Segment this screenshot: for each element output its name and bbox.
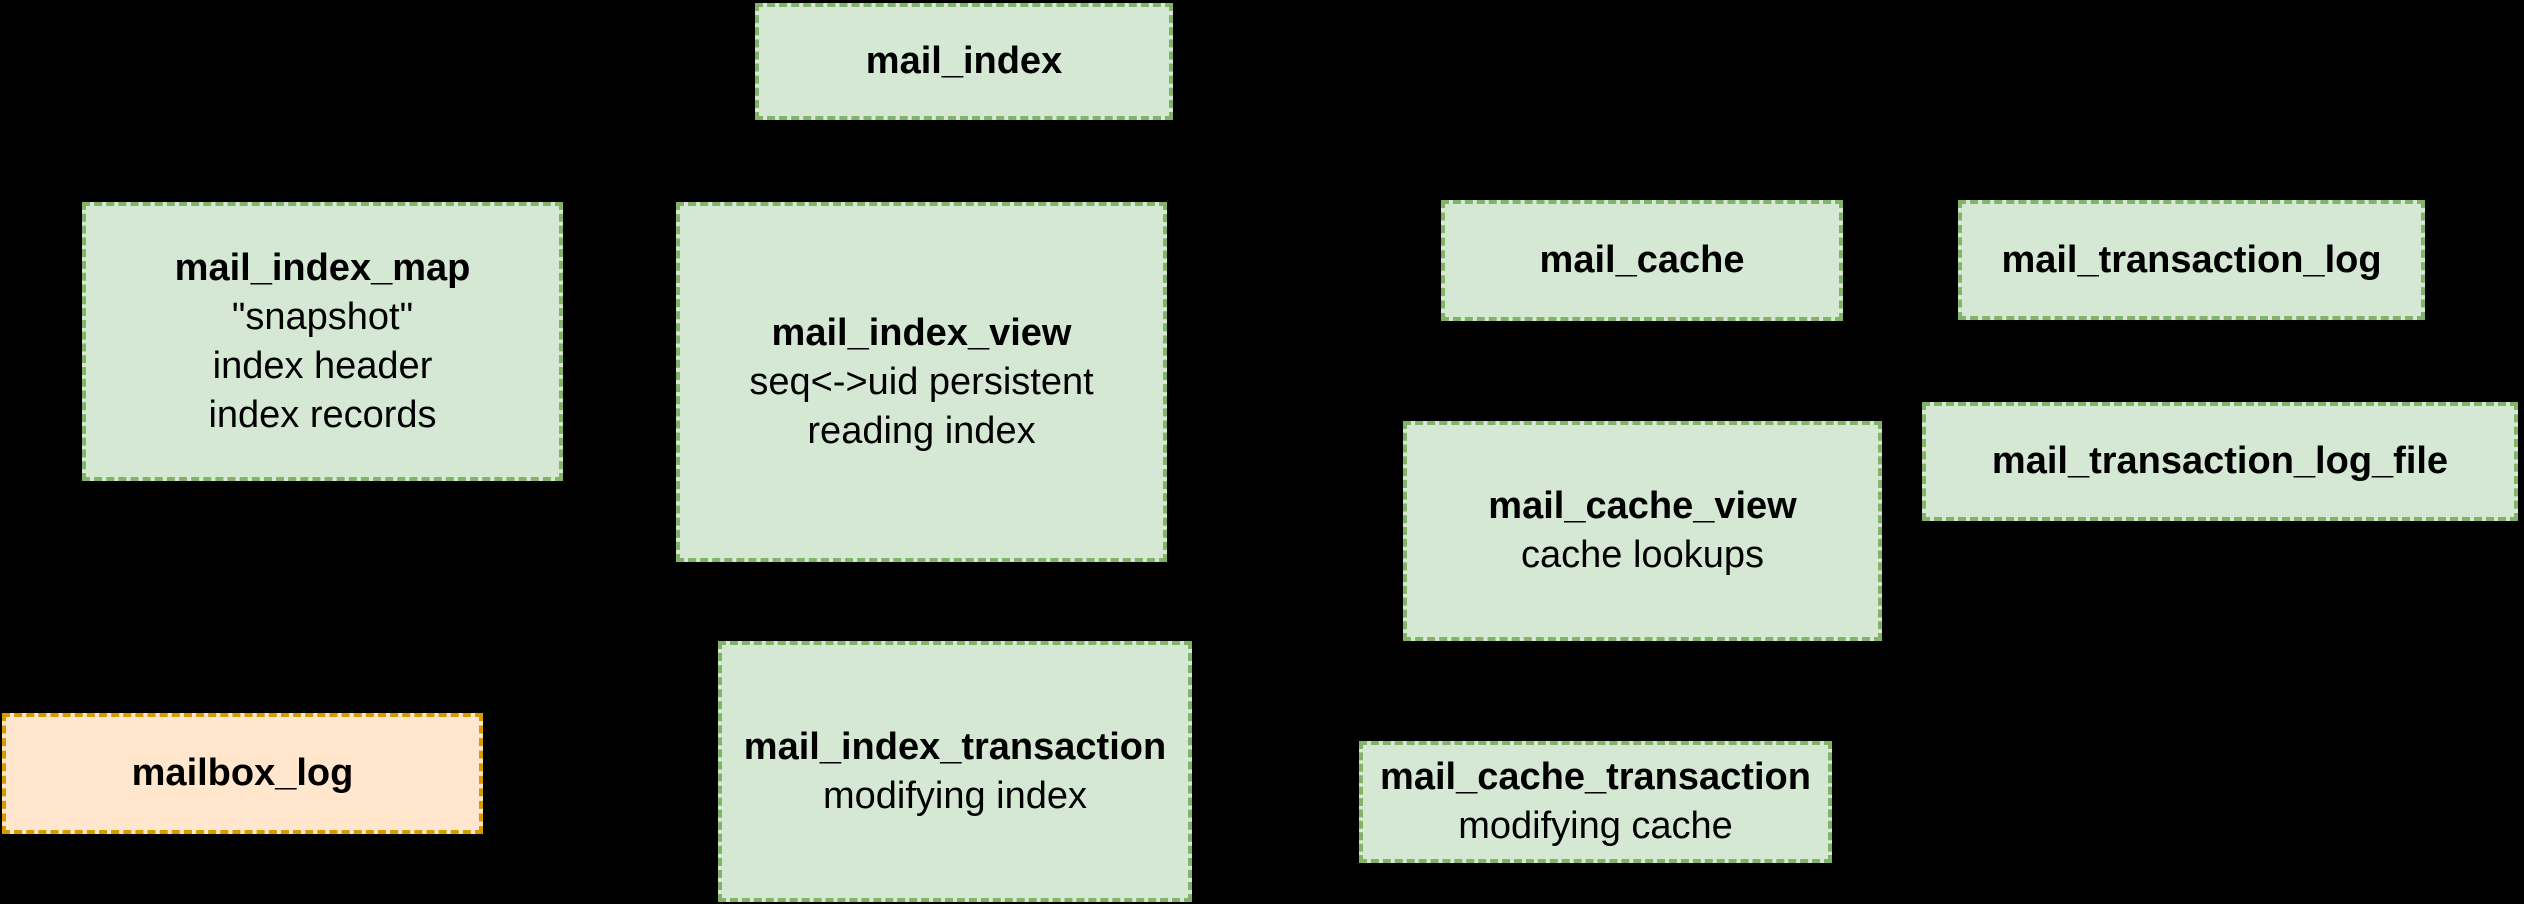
node-title: mail_cache_view [1488,485,1797,527]
diagram-node-mail_cache_view: mail_cache_view cache lookups [1403,421,1882,641]
node-subtitle-line: seq<->uid persistent [749,360,1094,403]
node-title: mailbox_log [131,752,354,794]
diagram-node-mailbox_log: mailbox_log [2,713,483,834]
diagram-node-mail_index_view: mail_index_view seq<->uid persistent read… [676,202,1167,562]
node-title: mail_transaction_log_file [1991,440,2449,482]
node-subtitle-line: index header [212,344,433,387]
node-lines: modifying cache [1458,802,1733,851]
diagram-node-mail_index_transaction: mail_index_transaction modifying index [718,641,1192,902]
diagram-node-mail_index_map: mail_index_map "snapshot" index header ind… [82,202,563,481]
node-lines: modifying index [823,772,1087,821]
node-title: mail_index_map [174,246,471,289]
node-subtitle-line: index records [208,393,437,436]
node-title: mail_index_view [771,311,1072,354]
node-title: mail_index [865,40,1063,82]
diagram-node-mail_cache: mail_cache [1441,200,1843,321]
node-title: mail_cache_transaction [1380,756,1811,798]
node-title: mail_cache [1539,239,1745,281]
node-subtitle-line: cache lookups [1521,534,1764,576]
diagram-node-mail_cache_transaction: mail_cache_transaction modifying cache [1359,741,1832,863]
node-lines: cache lookups [1521,531,1764,580]
node-subtitle-line: reading index [807,409,1036,452]
node-subtitle-line: modifying cache [1458,805,1733,847]
node-lines: seq<->uid persistent reading index [749,358,1093,456]
node-subtitle-line: modifying index [822,774,1088,817]
node-subtitle-line: "snapshot" [231,295,414,338]
node-title: mail_index_transaction [743,725,1167,768]
diagram-node-mail_transaction_log_file: mail_transaction_log_file [1922,402,2518,521]
node-title: mail_transaction_log [2001,238,2382,281]
diagram-node-mail_index: mail_index [755,3,1173,120]
node-lines: "snapshot" index header index records [208,293,436,440]
diagram-node-mail_transaction_log: mail_transaction_log [1958,200,2425,320]
